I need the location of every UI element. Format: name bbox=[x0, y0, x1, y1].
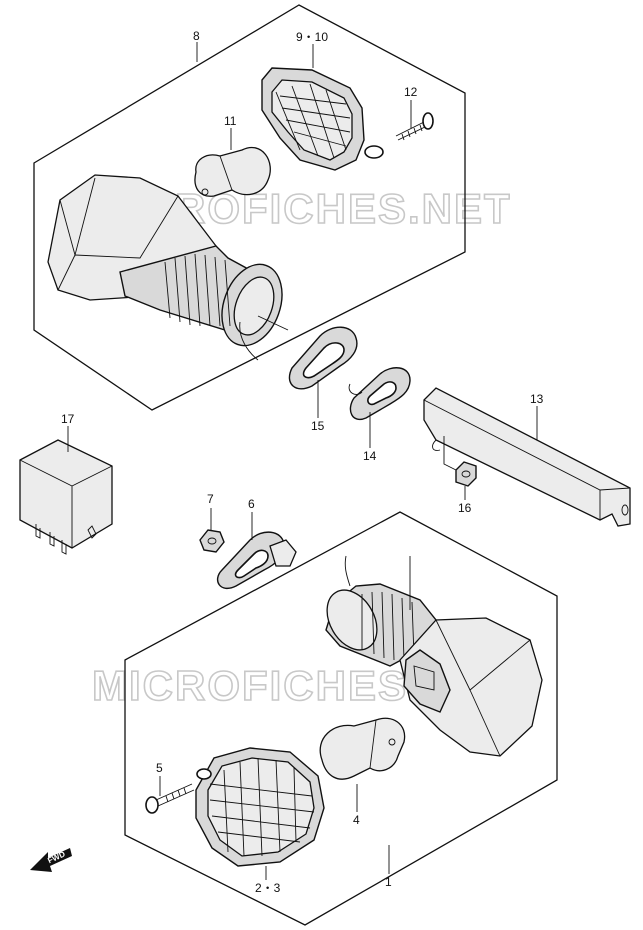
bracket-14 bbox=[348, 367, 411, 421]
upper-bulb bbox=[194, 147, 271, 197]
callout-4: 4 bbox=[353, 813, 360, 827]
screw-5 bbox=[145, 783, 195, 814]
lower-rubber-boot bbox=[325, 555, 437, 667]
callout-1: 1 bbox=[385, 875, 392, 889]
callout-5: 5 bbox=[156, 761, 163, 775]
relay-17 bbox=[19, 439, 113, 555]
upper-lens bbox=[261, 67, 384, 171]
bracket-6 bbox=[217, 531, 297, 589]
callout-15: 15 bbox=[311, 419, 325, 433]
lower-lens bbox=[195, 747, 325, 867]
callout-13: 13 bbox=[530, 392, 544, 406]
fwd-arrow-icon: FWD bbox=[30, 848, 72, 872]
callout-labels: 8 9・10 11 12 13 15 14 17 16 7 6 5 4 1 2・… bbox=[61, 29, 544, 895]
callout-14: 14 bbox=[363, 449, 377, 463]
mounting-bar-13 bbox=[423, 387, 631, 527]
nut-7 bbox=[199, 529, 225, 553]
nut-16 bbox=[443, 436, 477, 487]
lower-bulb bbox=[319, 717, 406, 780]
callout-12: 12 bbox=[404, 85, 418, 99]
leader-lines bbox=[67, 42, 538, 880]
callout-7: 7 bbox=[207, 492, 214, 506]
callout-2-3: 2・3 bbox=[255, 881, 281, 895]
lower-housing bbox=[399, 617, 543, 757]
gasket-15 bbox=[288, 326, 358, 390]
callout-17: 17 bbox=[61, 412, 75, 426]
upper-housing bbox=[47, 174, 251, 331]
lower-assembly-outline bbox=[124, 511, 558, 926]
callout-9-10: 9・10 bbox=[296, 30, 328, 44]
upper-assembly-outline bbox=[33, 4, 466, 411]
upper-rubber-boot bbox=[164, 253, 289, 361]
callout-16: 16 bbox=[458, 501, 472, 515]
callout-6: 6 bbox=[248, 497, 255, 511]
callout-11: 11 bbox=[224, 114, 237, 128]
screw-12 bbox=[395, 112, 434, 141]
callout-8: 8 bbox=[193, 29, 200, 43]
